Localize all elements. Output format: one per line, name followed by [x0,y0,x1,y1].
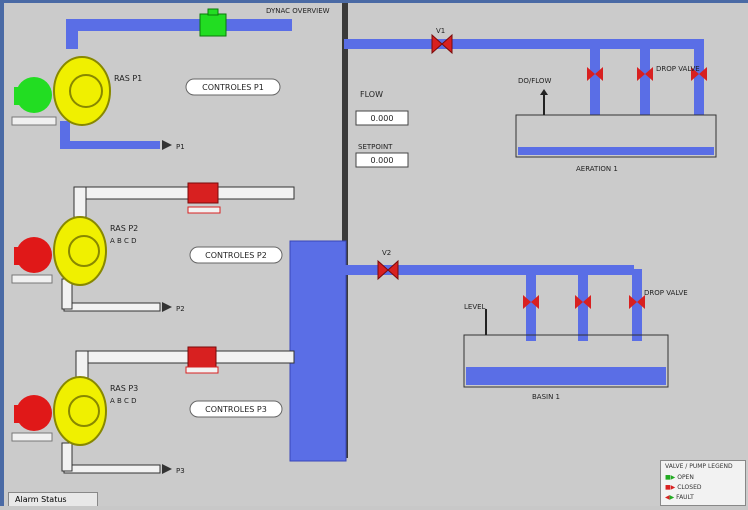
top-drop-3-valve-icon[interactable] [691,67,707,81]
setpoint-value: 0.000 [371,156,394,165]
top-drop-2-valve-icon[interactable] [637,67,653,81]
p2-impeller-icon [68,235,100,267]
top-basin [515,114,717,158]
top-main-valve-icon[interactable] [431,33,453,55]
p1-controls-label: CONTROLES P1 [202,83,264,92]
p1-riser-pipe [66,19,78,49]
bottom-drop-3-valve-icon[interactable] [629,295,645,309]
top-drop-2 [640,43,650,115]
flow-label: FLOW [360,90,383,99]
mid-main-valve-icon[interactable] [377,259,399,281]
bottom-drop-3 [632,269,642,341]
p2-skid [11,274,53,284]
flow-readout [355,110,409,126]
bottom-basin-label: BASIN 1 [532,393,560,401]
p1-check-valve-icon [162,140,172,150]
top-drops-label: DROP VALVE [656,65,700,73]
p2-controls-label: CONTROLES P2 [205,251,267,260]
p1-suction-pipe [60,141,160,149]
p2-valve-tag [187,206,221,214]
legend-row-closed: ■▶ CLOSED [665,484,702,491]
p2-check-valve-icon [162,302,172,312]
p1-skid [11,116,57,126]
p1-discharge-label: P1 [176,143,185,151]
legend-panel: VALVE / PUMP LEGEND ■▶ OPEN ■▶ CLOSED ◀▶… [660,460,746,506]
p3-valve-tag [185,366,219,374]
legend-title: VALVE / PUMP LEGEND [665,463,733,470]
p3-sub-label: A B C D [110,397,137,405]
p3-pump-icon[interactable] [53,376,107,446]
process-diagram: DYNAC OVERVIEW RAS P1 CONTROLES P1 P1 RA… [11,3,717,475]
top-instrument-label: DO/FLOW [518,77,551,85]
bottom-drop-2 [578,269,588,341]
bottom-basin [463,334,669,388]
p1-valve-actuator-icon [207,8,219,16]
bottom-instrument-label: LEVEL [464,303,486,311]
mid-main-valve-label: V2 [382,249,391,257]
bottom-basin-water [466,367,666,385]
top-header-pipe [344,39,704,49]
wet-well-tank [289,240,347,462]
main-header-pipe [342,3,348,458]
top-drop-1-valve-icon[interactable] [587,67,603,81]
p3-suction-riser [61,442,73,472]
p3-impeller-icon [68,395,100,427]
mid-header-pipe [344,265,634,275]
legend-closed-label: CLOSED [677,484,702,491]
p1-discharge-valve-icon[interactable] [199,13,227,37]
legend-row-open: ■▶ OPEN [665,474,694,481]
bottom-drops-label: DROP VALVE [644,289,688,297]
screen-title: DYNAC OVERVIEW [266,7,330,15]
p2-discharge-label: P2 [176,305,185,313]
p3-skid [11,432,53,442]
setpoint-readout[interactable] [355,152,409,168]
p3-label: RAS P3 [110,384,138,393]
top-drop-3 [694,43,704,115]
p3-check-valve-icon [162,464,172,474]
top-basin-water [518,147,714,155]
p1-pump-icon[interactable] [53,56,111,126]
legend-fault-label: FAULT [676,494,694,501]
p2-discharge-pipe [73,186,295,200]
p2-sub-label: A B C D [110,237,137,245]
p3-controls-label: CONTROLES P3 [205,405,267,414]
p1-motor-base [14,87,28,105]
p1-label: RAS P1 [114,74,142,83]
setpoint-label: SETPOINT [358,143,393,151]
p3-discharge-valve-icon[interactable] [187,346,217,368]
p3-discharge-label: P3 [176,467,185,475]
p3-suction-pipe [63,464,161,474]
legend-row-fault: ◀▶ FAULT [665,494,694,501]
p3-motor-base [14,405,28,423]
flow-value: 0.000 [371,114,394,123]
alarm-status-tab[interactable]: Alarm Status [8,492,98,506]
p2-suction-pipe [63,302,161,312]
bottom-drop-1-valve-icon[interactable] [523,295,539,309]
p2-controls-button[interactable] [189,246,283,264]
legend-open-label: OPEN [677,474,694,481]
p2-pump-icon[interactable] [53,216,107,286]
p1-suction-riser [60,121,70,147]
p1-controls-button[interactable] [185,78,281,96]
p3-riser-pipe [75,350,89,380]
top-main-valve-label: V1 [436,27,445,35]
bottom-drop-1 [526,269,536,341]
p2-discharge-valve-icon[interactable] [187,182,219,204]
p1-impeller-icon [69,74,103,108]
top-instrument-arrow-icon [540,89,548,95]
p3-controls-button[interactable] [189,400,283,418]
top-basin-label: AERATION 1 [576,165,618,173]
p3-discharge-pipe [75,350,295,364]
top-drop-1 [590,43,600,115]
p2-label: RAS P2 [110,224,138,233]
p2-motor-base [14,247,28,265]
p1-discharge-pipe [66,19,292,31]
bottom-drop-2-valve-icon[interactable] [575,295,591,309]
p2-riser-pipe [73,186,87,218]
